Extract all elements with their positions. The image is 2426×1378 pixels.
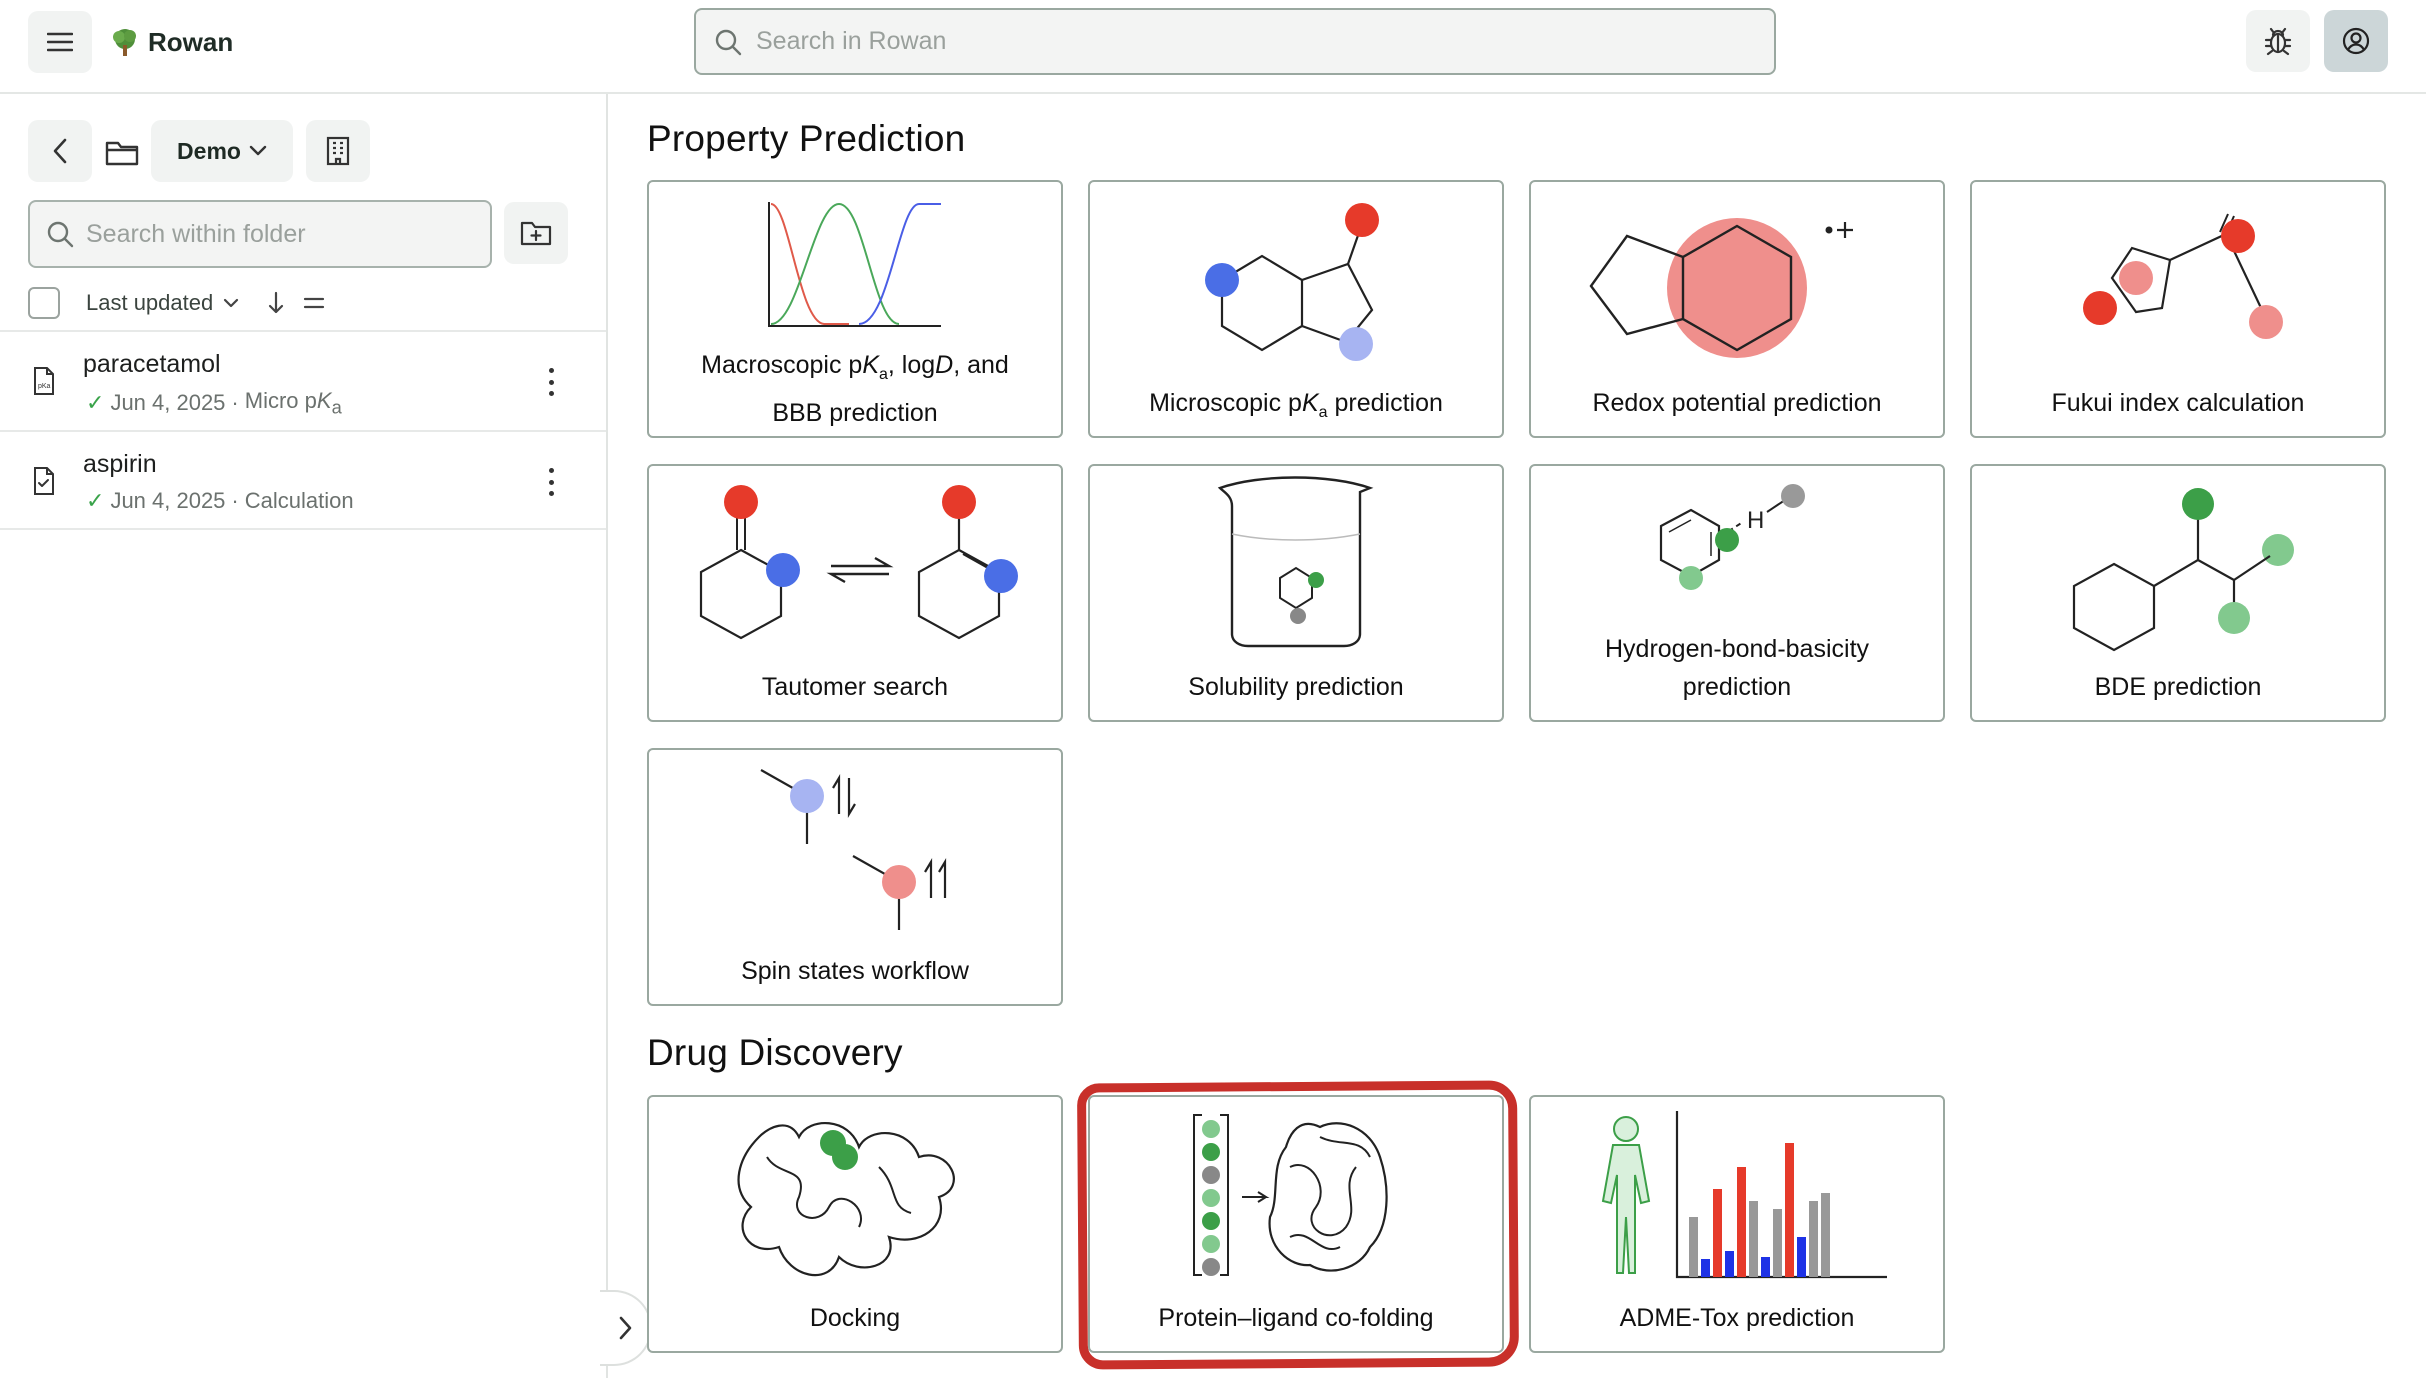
card-solubility[interactable]: Solubility prediction	[1088, 464, 1504, 722]
card-label: Spin states workflow	[741, 957, 969, 985]
chevron-left-icon	[53, 138, 67, 164]
chevron-down-icon	[249, 145, 267, 156]
svg-text:pKa: pKa	[38, 383, 51, 390]
expand-panel-button[interactable]	[600, 1290, 652, 1366]
titration-curves-icon	[768, 202, 941, 327]
bug-report-button[interactable]	[2246, 10, 2310, 72]
document-check-icon	[34, 467, 54, 495]
file-row[interactable]: aspirin ✓ Jun 4, 2025 · Calculation	[0, 430, 606, 530]
sort-label: Last updated	[86, 290, 214, 315]
file-meta: ✓ Jun 4, 2025 · Calculation	[86, 488, 354, 513]
hydrogen-bond-icon: H	[1659, 484, 1805, 590]
chevron-right-icon	[619, 1316, 632, 1340]
card-microscopic-pka[interactable]: Microscopic pKa prediction	[1088, 180, 1504, 438]
file-options-button[interactable]	[540, 362, 562, 402]
card-tautomer-search[interactable]: Tautomer search	[647, 464, 1063, 722]
chevron-down-icon	[224, 298, 239, 308]
file-options-button[interactable]	[540, 462, 562, 502]
file-name: paracetamol	[83, 350, 221, 378]
section-title-property-prediction: Property Prediction	[647, 118, 966, 159]
card-fukui-index[interactable]: Fukui index calculation	[1970, 180, 2386, 438]
card-label: Solubility prediction	[1188, 673, 1404, 701]
check-icon: ✓	[86, 390, 105, 416]
svg-text:H: H	[1747, 507, 1764, 534]
folder-selector[interactable]: Demo	[151, 120, 293, 182]
file-type: Micro pKa	[244, 388, 342, 418]
card-label: Microscopic pKa prediction	[1149, 389, 1443, 421]
file-meta: ✓ Jun 4, 2025 · Micro pKa	[86, 388, 342, 418]
sort-direction-icon[interactable]	[267, 291, 285, 315]
protein-docking-icon	[737, 1122, 955, 1277]
search-icon	[715, 29, 742, 55]
check-icon: ✓	[86, 488, 105, 513]
file-date: Jun 4, 2025	[110, 390, 226, 416]
back-button[interactable]	[28, 120, 92, 182]
bug-icon	[2264, 27, 2292, 56]
card-hydrogen-bond-basicity[interactable]: H Hydrogen-bond-basicity prediction	[1529, 464, 1945, 722]
file-row[interactable]: pKa paracetamol ✓ Jun 4, 2025 · Micro pK…	[0, 330, 606, 430]
cofolding-icon	[1193, 1114, 1388, 1276]
sidebar: Demo Last updated pKa paracetamol ✓ Jun …	[0, 94, 608, 1378]
folder-name: Demo	[177, 137, 241, 164]
card-adme-tox[interactable]: ADME-Tox prediction	[1529, 1095, 1945, 1353]
global-search-input[interactable]	[756, 27, 1756, 56]
card-spin-states[interactable]: Spin states workflow	[647, 748, 1063, 1006]
app-name: Rowan	[148, 26, 234, 57]
menu-button[interactable]	[28, 11, 92, 73]
card-redox-potential[interactable]: Redox potential prediction	[1529, 180, 1945, 438]
new-folder-button[interactable]	[504, 202, 568, 264]
top-bar: Rowan	[0, 0, 2426, 94]
card-label: Macroscopic pKa, logD, and BBB predictio…	[701, 351, 1009, 427]
file-date: Jun 4, 2025	[110, 488, 226, 513]
organization-button[interactable]	[306, 120, 370, 182]
folder-search-field[interactable]	[28, 200, 492, 268]
tautomer-molecules-icon	[699, 485, 1018, 640]
account-button[interactable]	[2324, 10, 2388, 72]
card-label: Docking	[809, 1304, 901, 1332]
card-label: ADME-Tox prediction	[1619, 1304, 1855, 1332]
sort-row: Last updated	[28, 284, 588, 322]
card-label: BDE prediction	[2094, 673, 2262, 701]
search-icon	[47, 221, 74, 248]
file-name: aspirin	[83, 450, 157, 478]
folder-search-input[interactable]	[86, 219, 486, 249]
folder-plus-icon	[520, 221, 552, 246]
section-title-drug-discovery: Drug Discovery	[647, 1032, 903, 1073]
card-label: Tautomer search	[761, 673, 949, 701]
card-label: Redox potential prediction	[1592, 389, 1882, 417]
document-icon: pKa	[34, 367, 54, 395]
card-docking[interactable]: Docking	[647, 1095, 1063, 1353]
group-icon[interactable]	[303, 296, 325, 310]
sort-dropdown[interactable]: Last updated	[86, 290, 239, 316]
redox-molecule-icon	[1589, 218, 1853, 358]
file-type: Calculation	[244, 488, 354, 513]
spin-states-icon	[760, 769, 947, 930]
folder-icon[interactable]	[104, 136, 140, 168]
tree-icon	[113, 29, 136, 56]
adme-tox-icon	[1601, 1111, 1887, 1279]
card-label: Hydrogen-bond-basicity prediction	[1604, 635, 1870, 701]
card-macroscopic-pka[interactable]: Macroscopic pKa, logD, and BBB predictio…	[647, 180, 1063, 438]
brand[interactable]: Rowan	[110, 24, 233, 60]
card-protein-ligand-cofolding[interactable]: Protein–ligand co-folding	[1088, 1095, 1504, 1353]
indole-molecule-icon	[1205, 203, 1379, 361]
select-all-checkbox[interactable]	[28, 287, 60, 319]
card-label: Protein–ligand co-folding	[1158, 1304, 1434, 1332]
global-search-field[interactable]	[694, 8, 1776, 75]
user-circle-icon	[2342, 27, 2370, 55]
bde-molecule-icon	[2072, 488, 2294, 652]
beaker-icon	[1217, 476, 1374, 648]
card-bde-prediction[interactable]: BDE prediction	[1970, 464, 2386, 722]
building-icon	[326, 136, 350, 166]
card-label: Fukui index calculation	[2051, 389, 2305, 417]
menu-icon	[47, 32, 73, 52]
furan-molecule-icon	[2083, 213, 2283, 339]
